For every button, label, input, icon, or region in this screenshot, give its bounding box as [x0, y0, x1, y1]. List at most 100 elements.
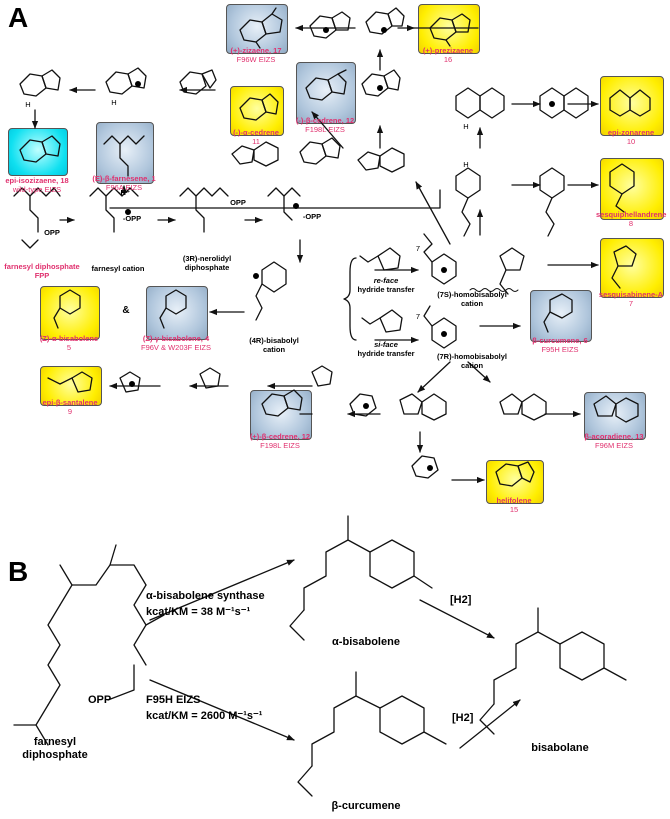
beta-curcumene-box — [530, 290, 592, 342]
farnesyl-cation-label: farnesyl cation — [91, 264, 145, 273]
epi-isozizaene-sub: wild-type EIZS — [12, 185, 62, 194]
helifolene-label: helifolene 15 — [482, 496, 546, 514]
spiro-cation-bottom-2 — [499, 393, 547, 421]
si-face-structure — [361, 309, 403, 333]
monocycle-1 — [455, 167, 481, 237]
epi-santalene-name: epi-β-santalene — [42, 398, 98, 407]
panel-b-alpha-bisabolene-structure — [289, 515, 433, 641]
helifolene-name: helifolene — [496, 496, 532, 505]
sesquiphellandrene-box — [600, 158, 664, 220]
cation-top-1 — [309, 11, 351, 39]
alpha-bisabolene-label: (Z)-α-bisabolene 5 — [36, 334, 102, 352]
epi-isozizaene-box — [8, 128, 68, 176]
minus-h-label: -H⁺ — [118, 188, 130, 197]
h-label-2: H — [111, 98, 117, 107]
helifolene-precursor — [411, 455, 439, 479]
acoradiene-label: β-acoradiene, 13 F96M EIZS — [578, 432, 650, 450]
sesquisabinene-box — [600, 238, 664, 298]
bicyclic-cation-c — [311, 365, 333, 387]
prezizaene-label: (+)-prezizaene 16 — [418, 46, 478, 64]
h-label-3: H — [463, 122, 469, 131]
gamma-bisabolene-sub: F96V & W203F EIZS — [140, 343, 212, 352]
beta-cedrene-pos-sub: F198L EIZS — [260, 441, 300, 450]
farnesene-name: (E)-β-farnesene, 1 — [92, 174, 156, 183]
farnesene-structure — [103, 135, 145, 177]
nerolidyl-structure — [179, 187, 229, 233]
bisabolyl-minus-opp: -OPP — [302, 212, 322, 221]
re-face-label: re-face hydride transfer — [356, 276, 416, 294]
epi-zonarene-box — [600, 76, 664, 136]
farnesene-label: (E)-β-farnesene, 1 F96A EIZS — [90, 174, 158, 192]
sesquisabinene-label: sesquisabinene-A 7 — [596, 290, 666, 308]
alpha-cedrene-structure — [239, 93, 279, 121]
fpp-name: farnesyl diphosphate — [4, 262, 80, 271]
hb7r-line2: cation — [460, 361, 484, 370]
cation-top-2 — [365, 7, 405, 35]
h2-top-label: [H2] — [450, 594, 472, 606]
epi-zonarene-name: epi-zonarene — [607, 128, 655, 137]
beta-cedrene-pos-structure — [261, 389, 303, 417]
si-face-line2: hydride transfer — [357, 349, 415, 358]
c7-label-7s: 7 — [415, 244, 421, 253]
beta-curcumene-name: β-curcumene, 6 — [532, 336, 588, 345]
bisabolyl-label: (4R)-bisabolyl cation — [244, 336, 304, 354]
hb7r-structure — [423, 305, 457, 349]
panel-b-beta-curcumene-label: β-curcumene — [331, 800, 401, 812]
helifolene-box — [486, 460, 544, 504]
farnesene-sub: F96A EIZS — [105, 183, 143, 192]
epi-santalene-sub: 9 — [67, 407, 73, 416]
gamma-bisabolene-label: (Z)-γ-bisabolene, 4 F96V & W203F EIZS — [136, 334, 216, 352]
acoradiene-box — [584, 392, 646, 440]
spiro-cation-2 — [231, 141, 279, 167]
hb7r-label: (7R)-homobisabolyl cation — [432, 352, 512, 370]
gamma-bisabolene-structure — [159, 289, 187, 329]
nerolidyl-line1: (3R)-nerolidyl — [182, 254, 232, 263]
alpha-bisabolene-sub: 5 — [66, 343, 72, 352]
prezizaene-name: (+)-prezizaene — [422, 46, 474, 55]
fpp-label: farnesyl diphosphate FPP — [2, 262, 82, 280]
zizaene-name: (+)-zizaene, 17 — [230, 46, 282, 55]
h-label-1: H — [25, 100, 31, 109]
h-label-4: H — [463, 160, 469, 169]
decalin-1 — [455, 87, 505, 119]
f95h-label: F95H EIZS — [146, 694, 201, 706]
fpp-structure — [13, 187, 61, 249]
nerolidyl-label: (3R)-nerolidyl diphosphate — [172, 254, 242, 272]
hb7s-structure — [423, 233, 457, 285]
sesquisabinene-structure — [611, 245, 637, 289]
sesquiphellandrene-label: sesquiphellandrene 8 — [596, 210, 666, 228]
bisabolyl-line1: (4R)-bisabolyl — [249, 336, 299, 345]
panel-b-beta-curcumene-structure — [297, 671, 447, 797]
alpha-bisabolene-name: (Z)-α-bisabolene — [39, 334, 99, 343]
c7-label-7r: 7 — [415, 312, 421, 321]
panel-b-letter: B — [8, 556, 29, 587]
re-face-line2: hydride transfer — [357, 285, 415, 294]
gamma-bisabolene-name: (Z)-γ-bisabolene, 4 — [142, 334, 210, 343]
h2-bottom-label: [H2] — [452, 712, 474, 724]
tricyclic-cation-3 — [299, 137, 341, 165]
beta-cedrene-neg-label: (-)-β-cedrene, 12 F198L EIZS — [286, 116, 364, 134]
acoradiene-structure — [593, 395, 639, 423]
sesquisabinene-sub: 7 — [628, 299, 634, 308]
acoradiene-sub: F96M EIZS — [595, 441, 633, 450]
bisabolyl-line2: cation — [262, 345, 286, 354]
re-face-line1: re-face — [373, 276, 399, 285]
alpha-bisabolene-structure — [53, 289, 81, 329]
panel-b-fpp-structure — [13, 544, 165, 746]
epi-isozizaene-cation-2 — [105, 67, 147, 95]
zizaene-structure — [239, 7, 283, 49]
epi-isozizaene-label: epi-isozizaene, 18 wild-type EIZS — [4, 176, 70, 194]
beta-cedrene-neg-name: (-)-β-cedrene, 12 — [295, 116, 355, 125]
zizaene-sub: F96W EIZS — [236, 55, 276, 64]
brace — [343, 257, 357, 341]
beta-curcumene-structure — [543, 293, 573, 333]
epi-zonarene-structure — [609, 89, 651, 117]
farnesyl-cation-structure — [89, 187, 139, 233]
panel-b-fpp-label: farnesyl diphosphate — [10, 736, 100, 762]
zizaene-label: (+)-zizaene, 17 F96W EIZS — [226, 46, 286, 64]
epi-santalene-box — [40, 366, 102, 406]
beta-cedrene-neg-structure — [305, 69, 347, 101]
synthase-label: α-bisabolene synthase — [146, 590, 265, 602]
kcat2-label: kcat/KM = 2600 M⁻¹s⁻¹ — [146, 710, 263, 722]
